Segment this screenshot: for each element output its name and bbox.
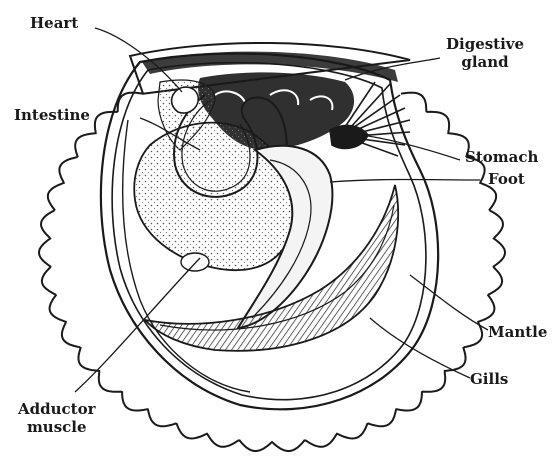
- label-mantle: Mantle: [488, 323, 547, 341]
- heart-shape: [172, 87, 199, 113]
- label-intestine: Intestine: [14, 106, 90, 124]
- label-digestive-gland-line2: gland: [446, 53, 524, 71]
- foot-leader: [330, 180, 480, 183]
- adductor-muscle-knob: [181, 253, 209, 271]
- label-foot: Foot: [488, 170, 525, 188]
- label-gills: Gills: [470, 370, 508, 388]
- label-adductor-muscle: Adductor muscle: [18, 400, 96, 436]
- label-heart: Heart: [30, 14, 78, 32]
- label-digestive-gland: Digestive gland: [446, 35, 524, 71]
- label-digestive-gland-line1: Digestive: [446, 35, 524, 53]
- label-stomach: Stomach: [465, 148, 538, 166]
- label-adductor-line2: muscle: [18, 418, 96, 436]
- label-adductor-line1: Adductor: [18, 400, 96, 418]
